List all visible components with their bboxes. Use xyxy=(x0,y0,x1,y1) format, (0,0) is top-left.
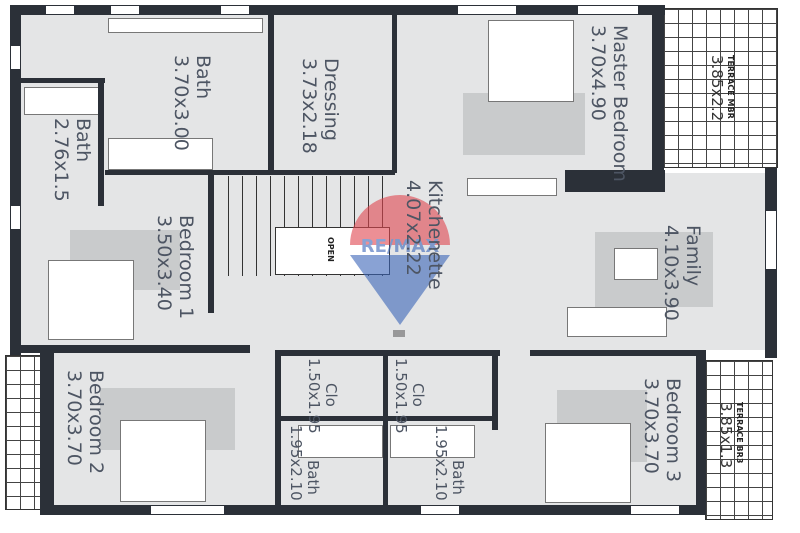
window xyxy=(630,505,680,515)
terrace-left xyxy=(5,355,43,510)
wall xyxy=(208,173,214,313)
window xyxy=(220,5,250,15)
window xyxy=(457,5,517,15)
wall xyxy=(652,5,664,173)
stair-open-label: OPEN xyxy=(326,237,335,262)
bed xyxy=(545,423,631,503)
logo-text: RE/MAX xyxy=(361,236,440,257)
wall xyxy=(20,345,250,353)
wall xyxy=(20,78,105,83)
window xyxy=(110,5,140,15)
basket-icon xyxy=(393,330,405,337)
vanity xyxy=(108,18,263,33)
sofa xyxy=(567,307,667,337)
wall xyxy=(10,5,665,15)
bathtub xyxy=(390,425,475,458)
rug xyxy=(463,93,585,155)
wall xyxy=(492,350,498,430)
balloon-bottom xyxy=(350,255,450,325)
bathtub xyxy=(298,425,383,458)
balloon-top xyxy=(350,195,450,245)
window xyxy=(420,505,460,515)
bed xyxy=(120,420,206,502)
wall xyxy=(10,5,21,355)
wall xyxy=(268,15,274,173)
terrace-mbr xyxy=(663,8,778,168)
bathtub xyxy=(24,87,99,115)
wall xyxy=(277,416,492,421)
remax-logo: RE/MAX xyxy=(350,195,450,337)
wall xyxy=(98,78,104,206)
window xyxy=(765,210,777,270)
wall xyxy=(383,350,388,510)
wall xyxy=(696,350,706,515)
window xyxy=(150,505,225,515)
wall xyxy=(105,170,395,175)
wall xyxy=(565,170,665,192)
kitchen-counter xyxy=(467,178,557,196)
room-dressing xyxy=(270,15,395,173)
window xyxy=(45,5,75,15)
coffee-table xyxy=(614,248,658,280)
window xyxy=(577,5,639,15)
wall xyxy=(392,15,397,173)
wall xyxy=(275,350,281,510)
bathtub xyxy=(108,138,213,170)
window xyxy=(10,205,21,230)
wall xyxy=(40,350,54,515)
bed xyxy=(488,20,574,102)
window xyxy=(10,45,21,70)
bed xyxy=(48,260,134,340)
wall xyxy=(40,505,705,515)
terrace-br3 xyxy=(705,360,773,520)
wall xyxy=(530,350,705,356)
